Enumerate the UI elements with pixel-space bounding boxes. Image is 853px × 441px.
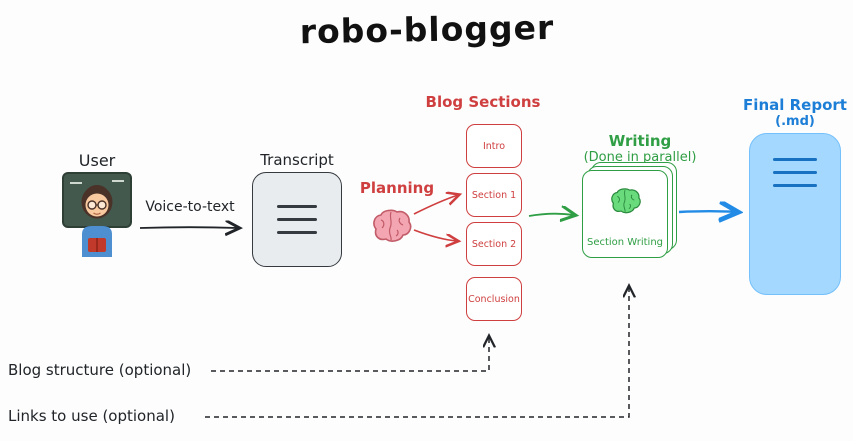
voice-to-text-label: Voice-to-text xyxy=(145,199,235,215)
blog-section-label: Intro xyxy=(482,140,506,152)
section-writing-label: Section Writing xyxy=(586,237,664,248)
green-brain-icon xyxy=(608,187,642,215)
pink-brain-icon xyxy=(369,208,413,244)
blog-section-1: Section 1 xyxy=(466,173,522,217)
blog-section-label: Conclusion xyxy=(468,293,520,305)
transcript-node xyxy=(252,172,342,267)
section-writing-box: Section Writing xyxy=(582,170,668,258)
final-report-node xyxy=(749,133,841,295)
report-text-line xyxy=(773,171,817,174)
blog-section-label: Section 1 xyxy=(471,189,517,201)
blog-section-label: Section 2 xyxy=(471,238,517,250)
writing-sublabel: (Done in parallel) xyxy=(583,150,697,165)
blog-structure-annotation: Blog structure (optional) xyxy=(8,361,192,379)
final-report-label: Final Report xyxy=(743,96,847,114)
user-label: User xyxy=(78,151,116,170)
transcript-label: Transcript xyxy=(260,151,334,169)
blog-sections-label: Blog Sections xyxy=(425,93,541,111)
blog-section-intro: Intro xyxy=(466,124,522,168)
blog-structure-dashed-arrow xyxy=(211,337,489,372)
sections-to-writing-arrow xyxy=(528,214,574,216)
report-text-line xyxy=(773,184,817,187)
blog-section-conclusion: Conclusion xyxy=(466,277,522,321)
voice-to-text-arrow xyxy=(139,227,238,228)
report-text-line xyxy=(773,158,817,161)
transcript-text-line xyxy=(277,218,317,221)
planning-label: Planning xyxy=(359,179,435,197)
links-to-use-annotation: Links to use (optional) xyxy=(8,407,175,425)
section-writing-node: Section Writing xyxy=(582,162,677,258)
writing-label: Writing xyxy=(608,132,672,150)
transcript-text-line xyxy=(277,205,317,208)
blog-section-2: Section 2 xyxy=(466,222,522,266)
links-to-use-dashed-arrow xyxy=(205,287,629,418)
writing-to-report-arrow xyxy=(678,211,736,212)
diagram-title: robo-blogger xyxy=(298,7,555,52)
woman-teacher-icon xyxy=(62,172,132,257)
final-report-sublabel: (.md) xyxy=(775,114,815,129)
planning-to-section1-arrow xyxy=(413,195,458,215)
planning-to-section2-arrow xyxy=(413,229,457,241)
transcript-text-line xyxy=(277,231,317,234)
